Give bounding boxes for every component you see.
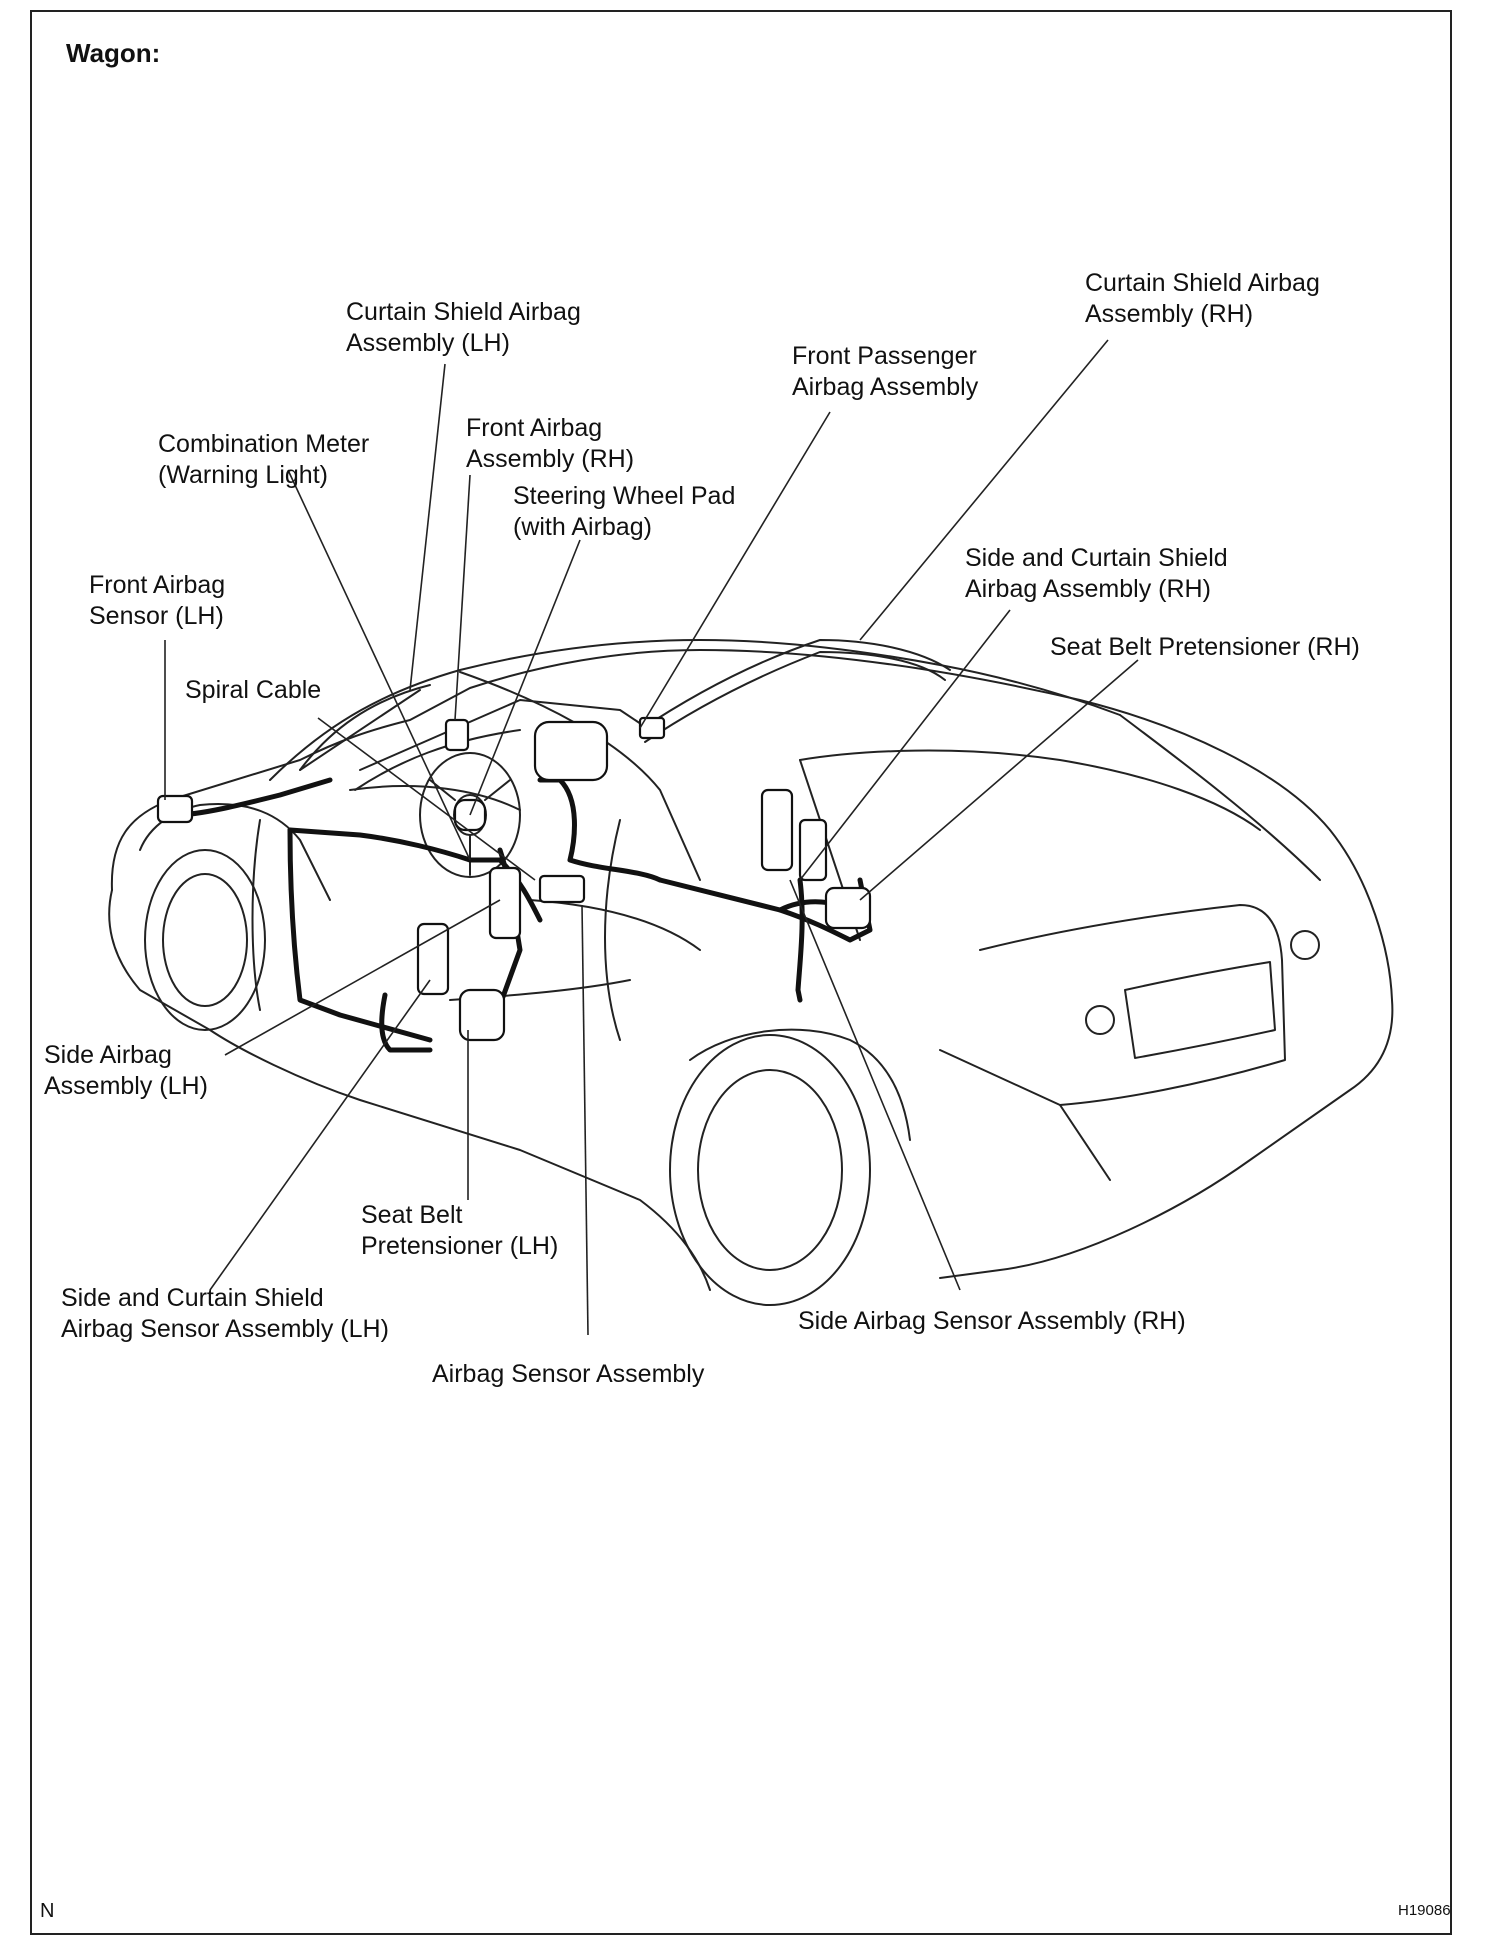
label-steering-wheel-pad: Steering Wheel Pad(with Airbag) (513, 482, 736, 541)
label-seatbelt-pretensioner-rh: Seat Belt Pretensioner (RH) (1050, 633, 1360, 661)
seatbelt-lh-part (458, 988, 506, 1042)
side-airbag-lh-part (488, 866, 522, 940)
side-sensor-rh-part (798, 818, 828, 882)
leader-lines (164, 339, 1139, 1336)
figure-code: H19086 (1398, 1902, 1451, 1919)
corner-letter: N (40, 1900, 55, 1922)
passenger-airbag-part (533, 720, 609, 782)
label-spiral-cable: Spiral Cable (185, 676, 322, 704)
page-frame (30, 10, 1452, 1935)
front-airbag-sensor-rh-part (444, 718, 470, 752)
airbag-sensor-assembly-part (538, 874, 586, 904)
label-combination-meter: Combination Meter(Warning Light) (158, 430, 370, 489)
seatbelt-rh-part (824, 886, 872, 930)
components (156, 716, 872, 1042)
side-curtain-sensor-lh-part (416, 922, 450, 996)
front-airbag-sensor-lh-part (156, 794, 194, 824)
page-title: Wagon: (66, 38, 161, 68)
car-body (108, 639, 1394, 1306)
side-curtain-rh-part (760, 788, 794, 872)
label-side-airbag-sensor-rh: Side Airbag Sensor Assembly (RH) (798, 1307, 1186, 1335)
label-airbag-sensor-assembly: Airbag Sensor Assembly (432, 1360, 705, 1388)
